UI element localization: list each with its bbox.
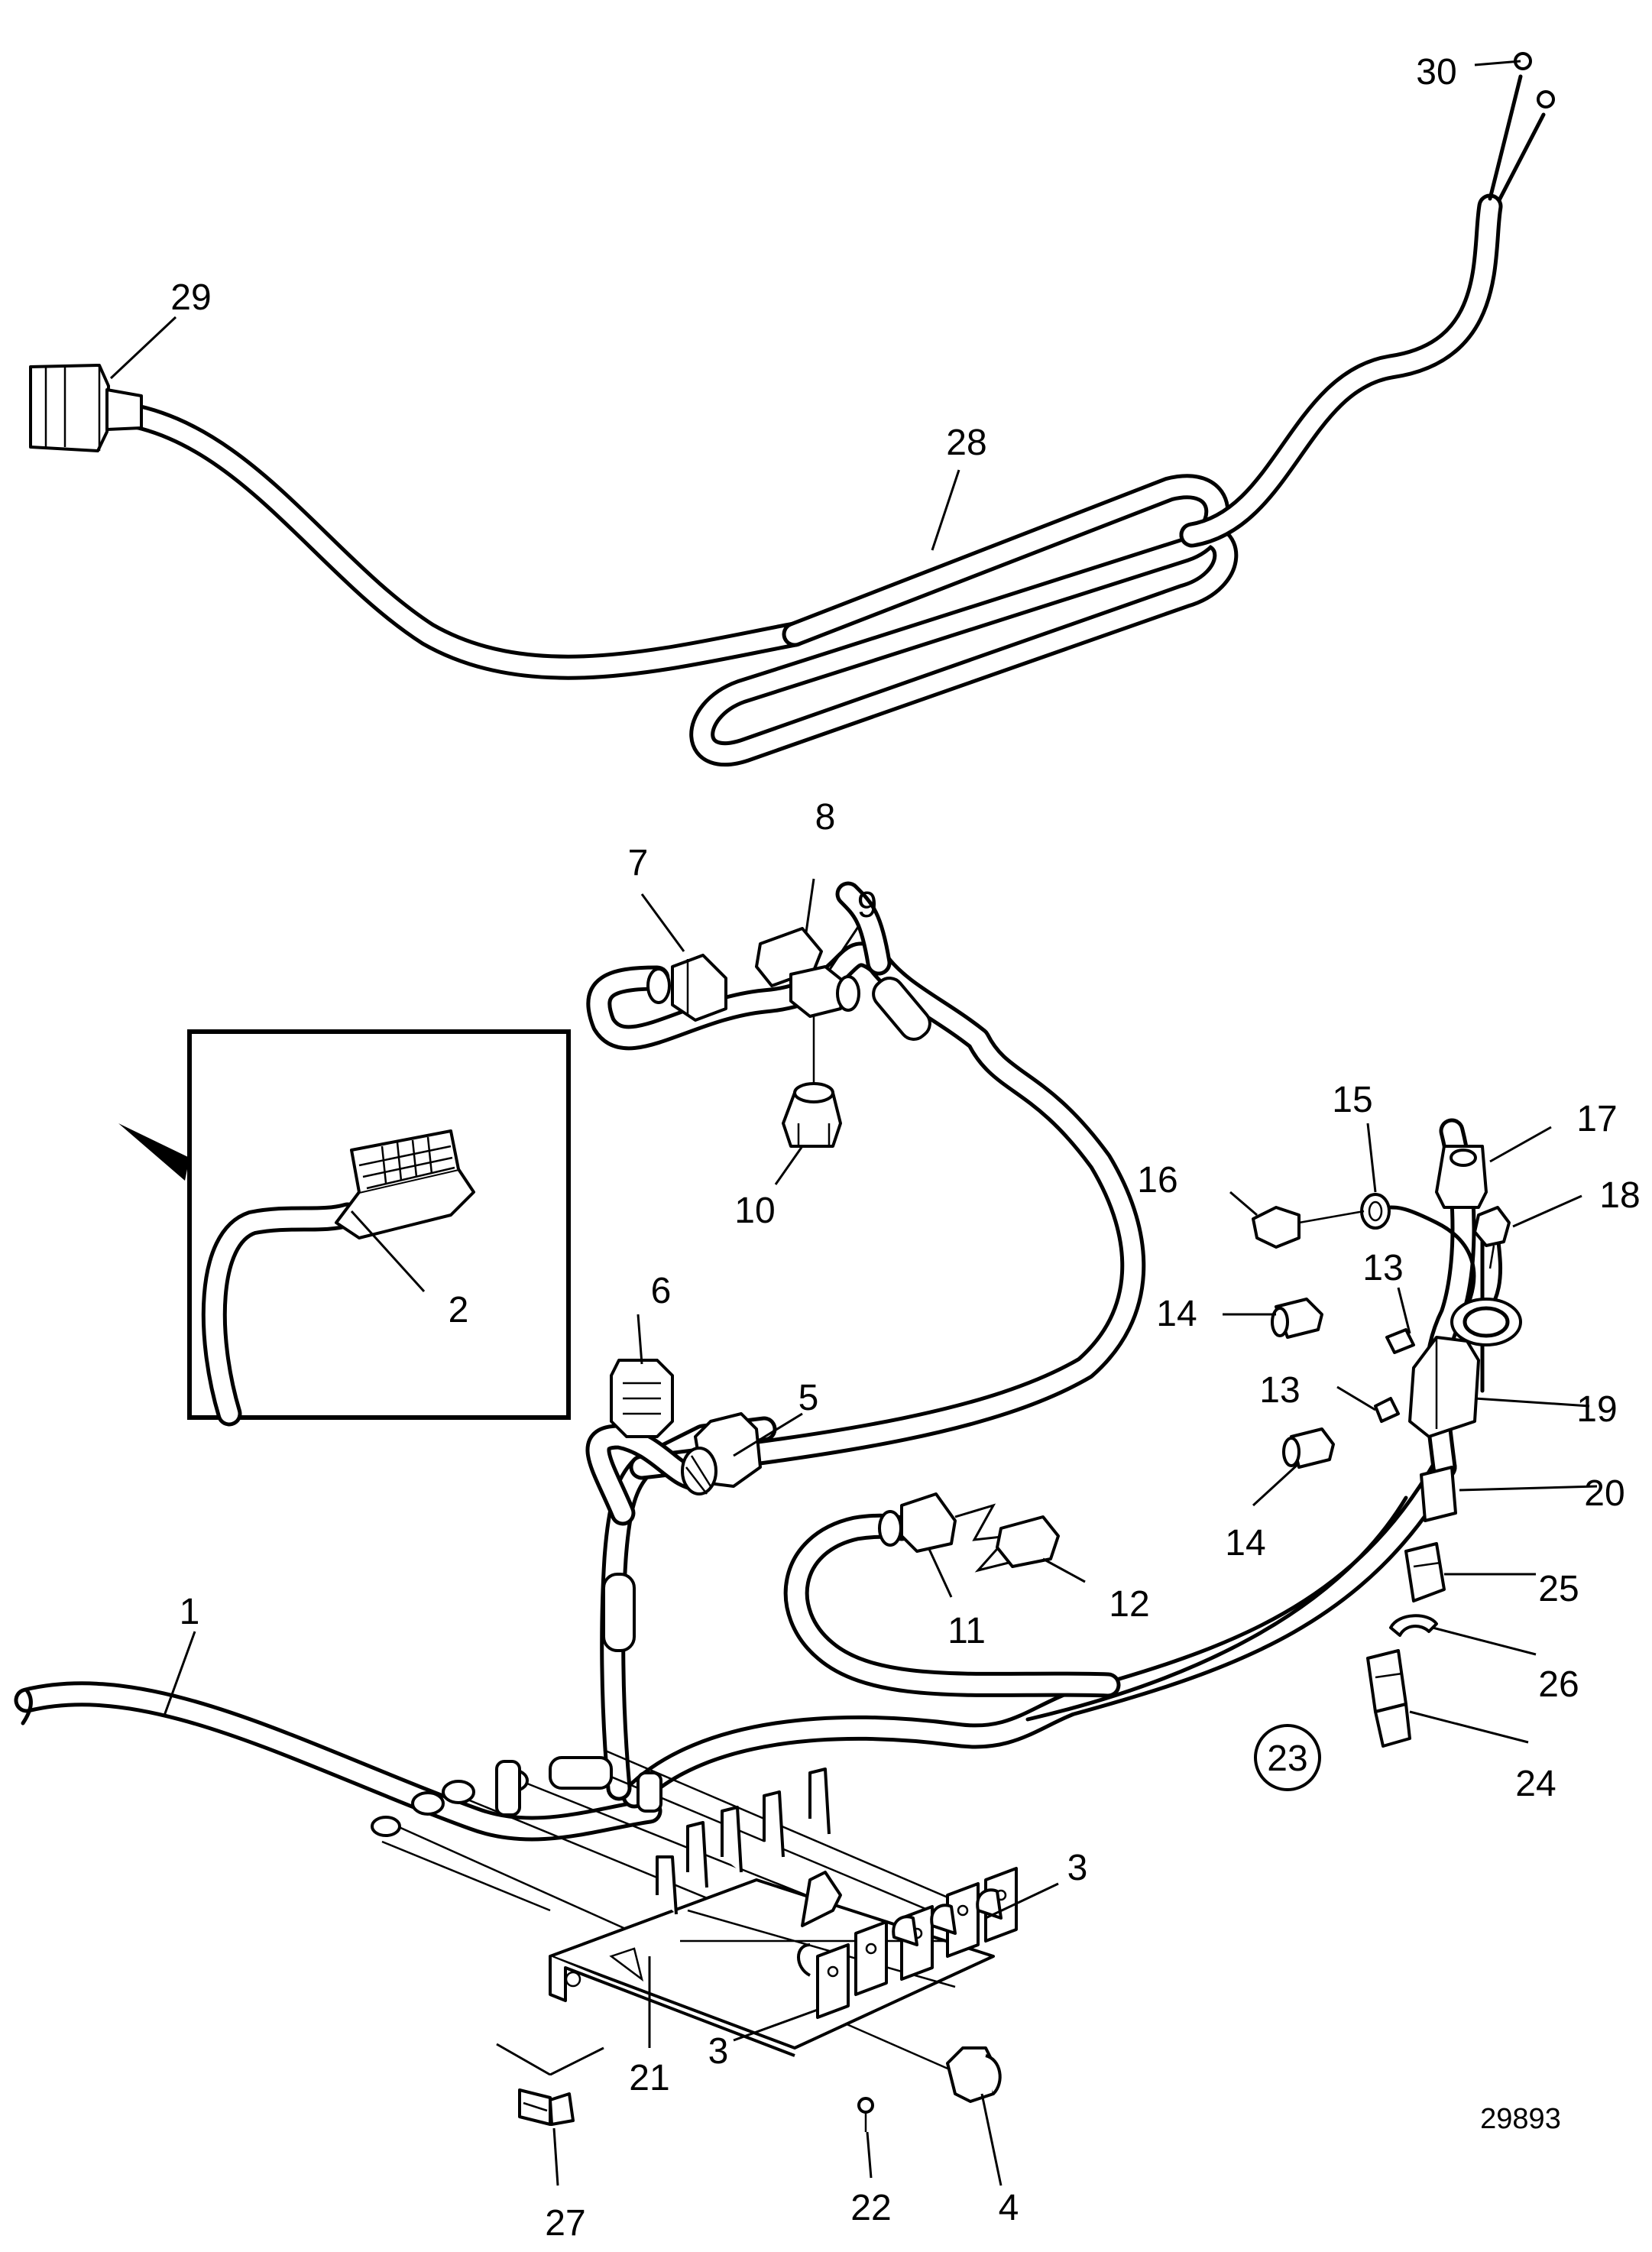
callout-4: 4 bbox=[999, 2188, 1019, 2228]
cap-12 bbox=[996, 1515, 1060, 1568]
callout-7: 7 bbox=[628, 843, 649, 883]
callout-1: 1 bbox=[180, 1592, 200, 1632]
callout-5: 5 bbox=[798, 1378, 819, 1418]
callout-26: 26 bbox=[1538, 1664, 1579, 1705]
callout-23: 23 bbox=[1267, 1738, 1307, 1779]
connector-16 bbox=[1252, 1206, 1365, 1249]
callout-16: 16 bbox=[1137, 1160, 1177, 1201]
detail-pointer-icon bbox=[118, 1123, 189, 1181]
connector-17 bbox=[1435, 1145, 1488, 1209]
extension-cable-28 bbox=[102, 52, 1555, 766]
callout-10: 10 bbox=[734, 1191, 775, 1231]
connector-25 bbox=[1404, 1542, 1446, 1602]
relay-tabs bbox=[656, 1768, 831, 1915]
callout-18: 18 bbox=[1599, 1175, 1640, 1216]
connector-11 bbox=[878, 1492, 1012, 1573]
fuse-bracket-21 bbox=[549, 1768, 1018, 2057]
callout-17: 17 bbox=[1576, 1099, 1617, 1139]
callout-9: 9 bbox=[857, 885, 878, 925]
callout-8: 8 bbox=[815, 797, 836, 838]
leader-lines bbox=[109, 60, 1598, 2186]
callout-22: 22 bbox=[850, 2188, 891, 2228]
callout-13: 13 bbox=[1362, 1248, 1403, 1288]
callout-6: 6 bbox=[651, 1271, 672, 1311]
callout-12: 12 bbox=[1109, 1584, 1149, 1625]
terminal-14-upper bbox=[1271, 1298, 1323, 1339]
fuse-holder-3 bbox=[797, 1867, 1018, 2019]
terminal-14-lower bbox=[1282, 1427, 1335, 1469]
callout-21: 21 bbox=[629, 2058, 669, 2098]
callout-labels: 1 2 3 3 4 5 6 7 8 9 10 11 12 13 13 14 14… bbox=[170, 52, 1640, 2244]
callout-3: 3 bbox=[1067, 1848, 1088, 1888]
harness-clips bbox=[371, 1756, 662, 1837]
callout-19: 19 bbox=[1576, 1389, 1617, 1430]
screw-22 bbox=[857, 2097, 874, 2132]
detail-inset bbox=[118, 1029, 571, 1427]
component-20 bbox=[1420, 1466, 1457, 1522]
grommet-15 bbox=[1360, 1193, 1391, 1230]
connector-10 bbox=[782, 1082, 842, 1148]
callout-15: 15 bbox=[1332, 1080, 1372, 1120]
clip-13-lower bbox=[1374, 1397, 1400, 1423]
callout-30: 30 bbox=[1416, 52, 1456, 92]
connector-29 bbox=[29, 364, 143, 452]
connector-24 bbox=[1366, 1649, 1411, 1748]
callout-25: 25 bbox=[1538, 1569, 1579, 1609]
callout-24: 24 bbox=[1515, 1764, 1556, 1804]
callout-20: 20 bbox=[1584, 1473, 1624, 1514]
clip-26 bbox=[1389, 1614, 1438, 1637]
callout-28: 28 bbox=[946, 423, 986, 463]
bolt-27 bbox=[496, 2043, 604, 2126]
connector-5 bbox=[681, 1412, 762, 1495]
callout-13: 13 bbox=[1259, 1370, 1300, 1411]
main-harness-1 bbox=[14, 881, 1457, 1842]
figure-number: 29893 bbox=[1480, 2103, 1561, 2135]
callout-29: 29 bbox=[170, 277, 211, 318]
connector-7 bbox=[646, 954, 727, 1022]
relay-19 bbox=[1408, 1336, 1480, 1438]
callout-11: 11 bbox=[947, 1611, 986, 1651]
callout-23-circle bbox=[1254, 1724, 1321, 1791]
callout-27: 27 bbox=[545, 2203, 585, 2244]
connector-9 bbox=[789, 965, 860, 1085]
sensor-18 bbox=[1473, 1206, 1511, 1269]
connector-6 bbox=[610, 1359, 674, 1438]
clip-13-upper bbox=[1385, 1328, 1415, 1354]
callout-14: 14 bbox=[1156, 1294, 1197, 1334]
callout-3: 3 bbox=[708, 2031, 729, 2072]
callout-14: 14 bbox=[1225, 1523, 1265, 1563]
callout-2: 2 bbox=[449, 1290, 469, 1330]
fuse-4 bbox=[946, 2046, 1002, 2103]
